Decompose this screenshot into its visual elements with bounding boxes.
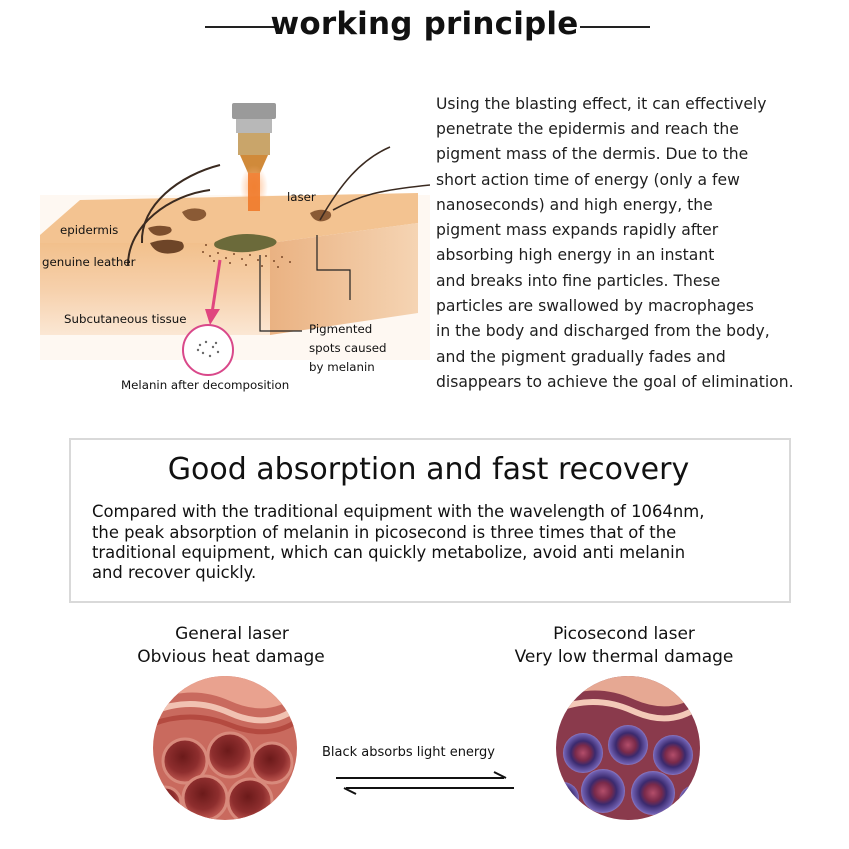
skin-diagram [40, 103, 430, 376]
description-line: nanoseconds) and high energy, the [436, 196, 713, 214]
description-line: disappears to achieve the goal of elimin… [436, 373, 794, 391]
label-pigmented-1: Pigmented [309, 322, 373, 336]
absorption-title: Good absorption and fast recovery [167, 452, 690, 487]
absorption-line: Compared with the traditional equipment … [92, 502, 705, 521]
pigment-spot [148, 225, 172, 236]
label-laser: laser [287, 190, 316, 204]
double-arrow-icon [336, 771, 514, 795]
description-line: and the pigment gradually fades and [436, 348, 726, 366]
picosecond-laser-subtitle: Very low thermal damage [514, 647, 734, 667]
general-laser-title: General laser [175, 624, 289, 644]
description-line: and breaks into fine particles. These [436, 272, 721, 290]
pink-arrow [210, 259, 222, 314]
melanin-circle [182, 324, 234, 376]
page-title: working principle [270, 6, 579, 42]
pigment-spot [310, 209, 332, 222]
skin-side-face [270, 223, 418, 335]
absorption-line: and recover quickly. [92, 563, 257, 582]
description-line: penetrate the epidermis and reach the [436, 120, 739, 138]
description-line: pigment mass expands rapidly after [436, 221, 719, 239]
label-pigmented-2: spots caused [309, 341, 387, 355]
absorption-line: traditional equipment, which can quickly… [92, 543, 686, 562]
general-laser-tissue-image [153, 676, 297, 820]
pigment-dots [202, 244, 291, 268]
description-line: short action time of energy (only a few [436, 171, 740, 189]
label-epidermis: epidermis [60, 223, 119, 237]
general-laser-subtitle: Obvious heat damage [137, 647, 325, 667]
pigment-spot [182, 208, 207, 221]
picosecond-laser-tissue-image [556, 676, 700, 820]
description-line: particles are swallowed by macrophages [436, 297, 754, 315]
pigment-mass [214, 234, 277, 253]
absorption-box [69, 438, 791, 603]
skin-top-surface [40, 193, 418, 243]
title-rule-right [580, 26, 650, 28]
arrow-label: Black absorbs light energy [322, 745, 495, 760]
description-line: Using the blasting effect, it can effect… [436, 95, 767, 113]
laser-handpiece [232, 103, 276, 173]
description-line: pigment mass of the dermis. Due to the [436, 145, 749, 163]
label-pigmented-3: by melanin [309, 360, 375, 374]
title-rule-left [205, 26, 275, 28]
picosecond-laser-title: Picosecond laser [553, 624, 695, 644]
label-genuine-leather: genuine leather [42, 255, 136, 269]
pigment-spot [150, 239, 184, 254]
absorption-line: the peak absorption of melanin in picose… [92, 523, 677, 542]
description-line: in the body and discharged from the body… [436, 322, 770, 340]
label-melanin-after: Melanin after decomposition [121, 378, 290, 392]
description-line: absorbing high energy in an instant [436, 246, 715, 264]
label-subcutaneous: Subcutaneous tissue [64, 312, 187, 326]
laser-beam [248, 173, 260, 211]
